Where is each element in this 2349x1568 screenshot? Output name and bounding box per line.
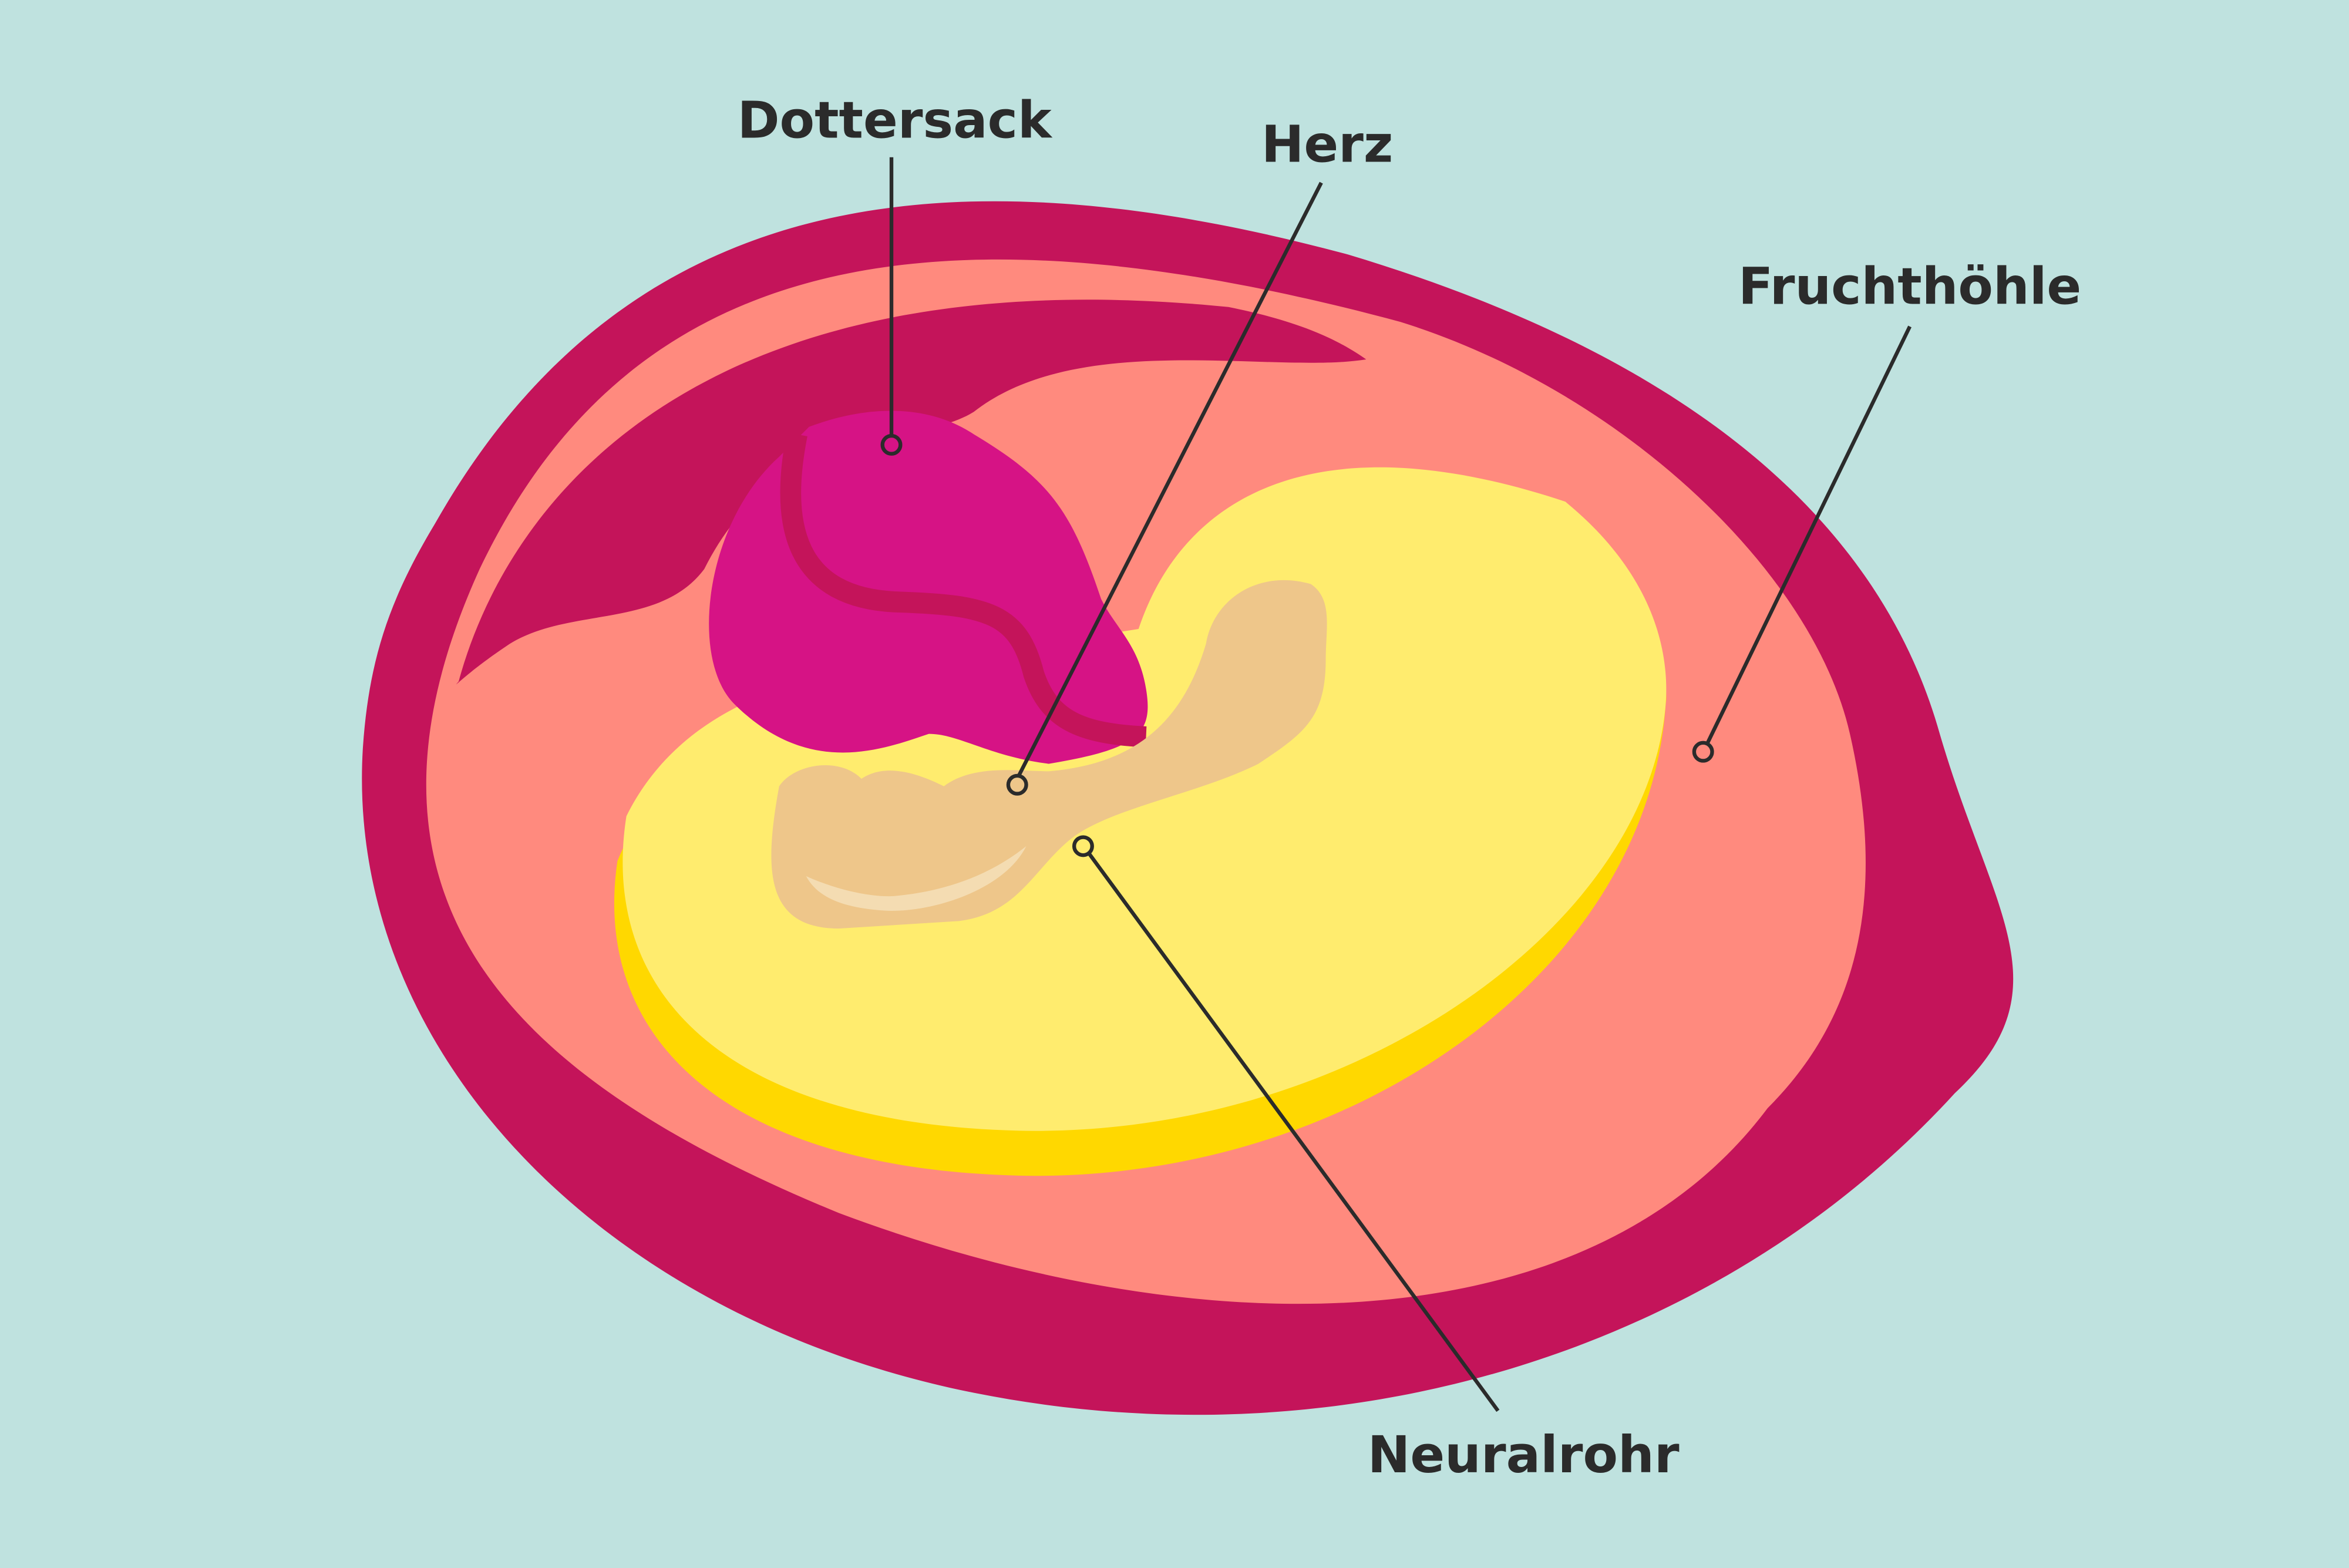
marker-yolk-sac [880,433,903,456]
yolk-stalk [780,432,1147,748]
marker-amniotic-cavity [1692,741,1714,763]
label-neural-tube: Neuralrohr [1368,1426,1680,1485]
leader-lines [889,157,1911,1412]
embryo-highlight [806,846,1027,911]
leader-line-neural-tube [1088,852,1500,1412]
label-amniotic-cavity: Fruchthöhle [1738,258,2081,317]
label-heart: Herz [1261,115,1394,174]
marker-heart [1006,773,1028,796]
label-yolk-sac: Dottersack [738,92,1053,150]
amnion-band [456,300,1367,685]
marker-neural-tube [1072,835,1094,857]
leader-line-amniotic-cavity [1705,325,1911,744]
embryo [771,580,1327,929]
leader-line-heart [1017,181,1323,777]
